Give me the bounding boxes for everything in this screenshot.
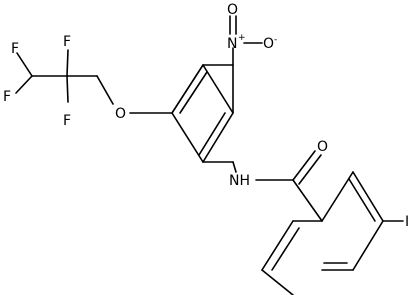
atom-o-carbonyl: O	[317, 139, 328, 155]
ring2-bond-6	[352, 171, 384, 222]
ring2-bond-2	[261, 220, 294, 271]
bond-f3-c2	[66, 49, 69, 77]
ring1-bond-4	[171, 112, 204, 163]
atom-f3: F	[63, 34, 71, 50]
ring2-bond-3	[261, 269, 294, 295]
charge-minus: -	[274, 35, 277, 45]
bond-c-ring2	[292, 179, 323, 222]
bond-c-o-double-2	[298, 154, 322, 185]
atom-f4: F	[63, 113, 71, 129]
bond-f4-c2	[66, 75, 69, 103]
atom-o-ether: O	[115, 106, 126, 122]
ring1-bond-2	[202, 64, 234, 114]
bond-c3-o	[96, 75, 114, 105]
ring2-bond-5	[352, 220, 384, 271]
atom-f1: F	[3, 89, 11, 105]
bond-f1-c1	[15, 75, 33, 94]
atom-n-nitro: N	[227, 36, 237, 52]
bond-c-o-double-1	[292, 150, 316, 181]
atom-o-nitro-double: O	[227, 2, 238, 18]
atom-f2: F	[11, 41, 19, 57]
ring1-bond-5	[171, 64, 204, 114]
atom-iodine: I	[405, 214, 409, 230]
ring1-bond-1-inner	[179, 71, 208, 114]
bond-ring-nh	[232, 161, 237, 173]
ring2-bond-7	[321, 171, 354, 222]
bond-f2-c1	[16, 52, 33, 77]
ring2-bond-2-inner	[271, 227, 300, 271]
ring2-bond-6-inner	[348, 178, 376, 222]
atom-o-nitro-minus: O	[263, 36, 274, 52]
ring1-bond-3	[202, 112, 234, 163]
atom-nh: NH	[229, 173, 250, 189]
ring1-bond-3-inner	[198, 112, 226, 156]
charge-plus: +	[238, 33, 246, 43]
